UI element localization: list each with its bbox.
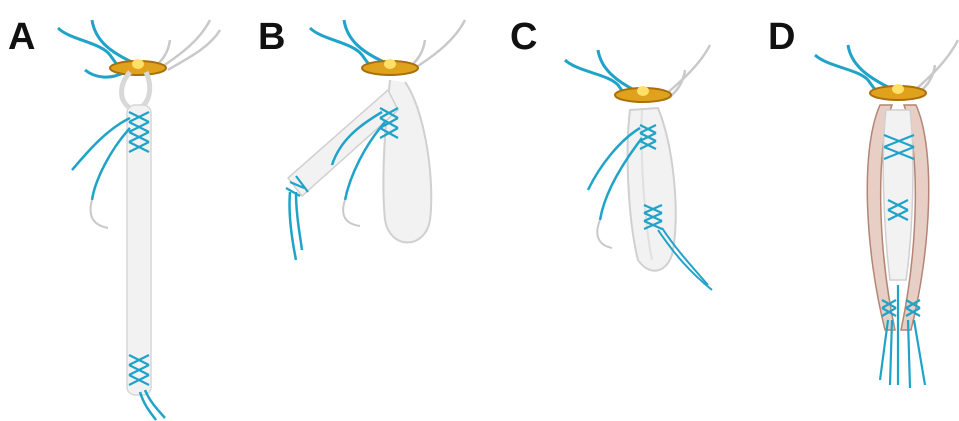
graft-diagram-a	[0, 0, 240, 421]
graft-diagram-d	[720, 0, 959, 421]
tendon-graft-icon	[127, 105, 151, 395]
panel-b: B	[240, 0, 480, 421]
panel-d: D	[720, 0, 959, 421]
panel-c: C	[480, 0, 720, 421]
panel-a: A	[0, 0, 240, 421]
graft-diagram-b	[240, 0, 480, 421]
graft-diagram-c	[480, 0, 720, 421]
